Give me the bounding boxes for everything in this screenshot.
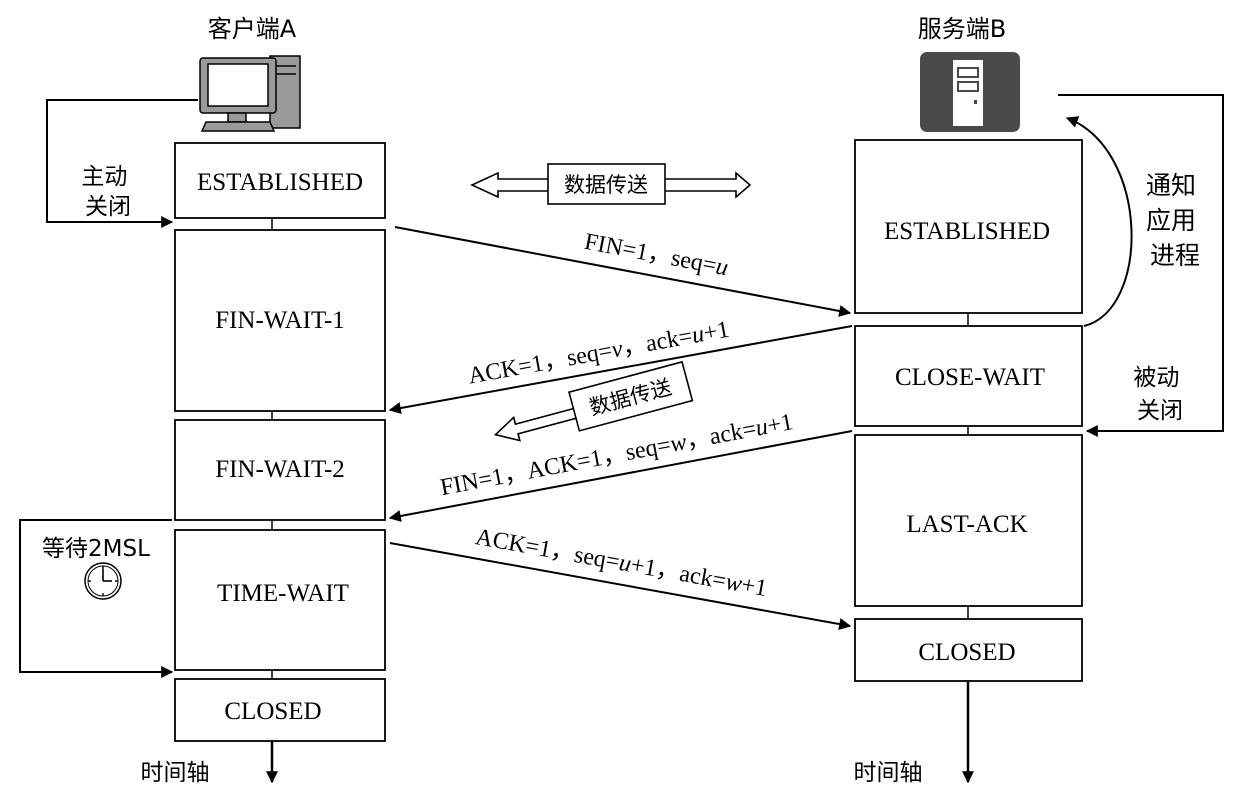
active-close-label: 主动 关闭 <box>81 164 134 220</box>
message-text: FIN=1，seq= <box>582 229 718 279</box>
wait-2msl-arrow <box>19 519 174 678</box>
server-title: 服务端B <box>918 15 1006 43</box>
message-text: FIN=1，ACK=1，seq= <box>438 432 673 501</box>
state-label: FIN-WAIT-1 <box>215 307 345 334</box>
message-text: +1 <box>702 317 732 347</box>
message-variable: w <box>724 569 744 597</box>
message-text: ，ack= <box>684 416 758 455</box>
active-close-arrow <box>46 99 198 228</box>
message-arrow-final-ack <box>389 542 852 630</box>
client-state-time-wait: TIME-WAIT <box>174 529 386 671</box>
server-state-last-ack: LAST-ACK <box>854 434 1083 607</box>
client-state-established: ESTABLISHED <box>174 142 386 219</box>
passive-close-arrow <box>1058 94 1224 437</box>
notify-app-line-3: 进程 <box>1150 241 1200 270</box>
server-state-close-wait: CLOSE-WAIT <box>854 325 1083 427</box>
message-variable: w <box>668 429 689 458</box>
state-label: CLOSE-WAIT <box>895 364 1045 391</box>
message-label-final-ack: ACK=1，seq=u+1，ack=w+1 <box>473 524 769 602</box>
state-label: CLOSED <box>224 698 321 725</box>
message-text: +1 <box>765 409 795 439</box>
client-state-fin-wait-1: FIN-WAIT-1 <box>174 229 386 412</box>
data-transfer-label: 数据传送 <box>564 173 648 197</box>
message-arrow-ack <box>388 325 853 414</box>
message-label-fin: FIN=1，seq=u <box>582 229 730 282</box>
message-arrow-fin-ack <box>388 430 853 522</box>
server-icon <box>920 52 1020 132</box>
active-close-line-2: 关闭 <box>85 194 131 220</box>
state-label: ESTABLISHED <box>884 218 1050 245</box>
state-label: ESTABLISHED <box>197 169 363 196</box>
message-label-fin-ack: FIN=1，ACK=1，seq=w，ack=u+1 <box>438 409 795 501</box>
client-state-closed: CLOSED <box>174 678 386 742</box>
client-title: 客户端A <box>208 15 297 43</box>
message-variable: u <box>714 254 731 282</box>
clock-icon <box>84 562 122 600</box>
notify-app-arrow <box>1065 116 1133 327</box>
message-variable: u <box>617 550 633 578</box>
message-variable: v <box>610 336 625 364</box>
state-label: TIME-WAIT <box>217 580 349 607</box>
notify-app-line-2: 应用 <box>1146 206 1196 235</box>
message-arrow-fin <box>394 226 852 317</box>
client-state-fin-wait-2: FIN-WAIT-2 <box>174 419 386 521</box>
state-label: LAST-ACK <box>906 511 1027 538</box>
passive-close-line-2: 关闭 <box>1137 398 1183 424</box>
wait-2msl-label: 等待2MSL <box>42 536 150 562</box>
message-text: ACK=1，seq= <box>473 524 621 575</box>
client-computer-icon <box>199 55 301 132</box>
server-state-closed: CLOSED <box>854 618 1083 682</box>
passive-close-label: 被动 关闭 <box>1133 365 1186 424</box>
notify-app-label: 通知 应用 进程 <box>1146 171 1204 270</box>
message-text: +1 <box>739 572 769 602</box>
bidirectional-data-transfer: 数据传送 <box>470 163 752 205</box>
state-label: FIN-WAIT-2 <box>215 456 345 483</box>
active-close-line-1: 主动 <box>81 164 127 190</box>
server-state-established: ESTABLISHED <box>854 139 1083 314</box>
message-variable: u <box>753 414 770 442</box>
passive-close-line-1: 被动 <box>1133 365 1179 391</box>
server-timeline-label: 时间轴 <box>854 760 923 786</box>
notify-app-line-1: 通知 <box>1146 171 1196 200</box>
client-timeline-label: 时间轴 <box>141 760 210 786</box>
message-label-ack: ACK=1，seq=v，ack=u+1 <box>466 317 731 390</box>
message-variable: u <box>690 321 706 349</box>
state-label: CLOSED <box>918 639 1015 666</box>
